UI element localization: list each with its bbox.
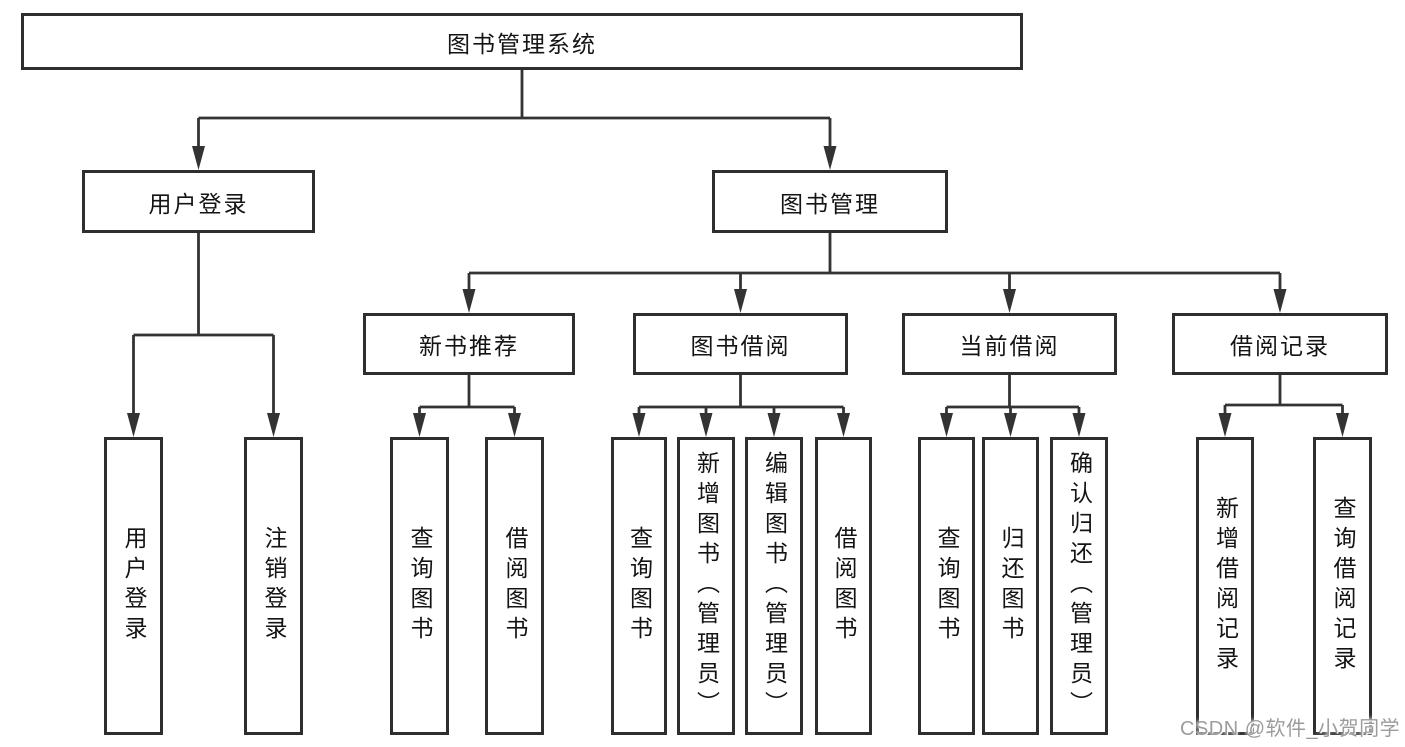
node-user-login-label: 用户登录 xyxy=(148,190,249,217)
leaf-query-borrow-record: 查询借阅记录 xyxy=(1313,437,1372,735)
leaf-query-borrow-record-label: 查询借阅记录 xyxy=(1330,496,1356,676)
leaf-add-borrow-record-label: 新增借阅记录 xyxy=(1212,496,1239,676)
node-root: 图书管理系统 xyxy=(21,13,1023,70)
leaf-confirm-return-admin: 确认归还（管理员） xyxy=(1050,437,1108,735)
leaf-query-book-borrow: 查询图书 xyxy=(611,437,667,735)
leaf-edit-book-admin-label: 编辑图书（管理员） xyxy=(761,451,788,721)
node-borrow-records-label: 借阅记录 xyxy=(1230,333,1330,359)
leaf-query-book-recommend: 查询图书 xyxy=(390,437,449,735)
leaf-user-login-label: 用户登录 xyxy=(121,526,147,646)
leaf-add-book-admin: 新增图书（管理员） xyxy=(677,437,735,735)
node-book-borrow: 图书借阅 xyxy=(633,313,848,375)
leaf-query-book-recommend-label: 查询图书 xyxy=(407,526,433,646)
csdn-watermark: CSDN @软件_小贺同学 xyxy=(1180,718,1401,740)
leaf-logout: 注销登录 xyxy=(244,437,303,735)
leaf-add-book-admin-label: 新增图书（管理员） xyxy=(693,451,720,721)
leaf-add-borrow-record: 新增借阅记录 xyxy=(1196,437,1254,735)
leaf-logout-label: 注销登录 xyxy=(261,526,287,646)
leaf-return-book-label: 归还图书 xyxy=(998,526,1024,646)
leaf-query-book-borrow-label: 查询图书 xyxy=(626,526,653,646)
leaf-return-book: 归还图书 xyxy=(982,437,1039,735)
leaf-borrow-book-recommend: 借阅图书 xyxy=(485,437,544,735)
arrowheads xyxy=(127,146,1349,437)
node-current-borrow: 当前借阅 xyxy=(902,313,1117,375)
leaf-borrow-book-label: 借阅图书 xyxy=(831,526,857,646)
node-current-borrow-label: 当前借阅 xyxy=(959,333,1060,359)
node-borrow-records: 借阅记录 xyxy=(1172,313,1388,375)
node-user-login: 用户登录 xyxy=(82,170,315,233)
leaf-borrow-book: 借阅图书 xyxy=(815,437,872,735)
leaf-query-book-current: 查询图书 xyxy=(918,437,975,735)
node-book-management-label: 图书管理 xyxy=(780,190,880,217)
leaf-edit-book-admin: 编辑图书（管理员） xyxy=(745,437,803,735)
node-new-book-recommend-label: 新书推荐 xyxy=(419,333,519,359)
node-book-borrow-label: 图书借阅 xyxy=(690,333,791,359)
node-new-book-recommend: 新书推荐 xyxy=(363,313,575,375)
node-book-management: 图书管理 xyxy=(712,170,948,233)
leaf-query-book-current-label: 查询图书 xyxy=(934,526,960,646)
leaf-borrow-book-recommend-label: 借阅图书 xyxy=(502,526,528,646)
node-root-label: 图书管理系统 xyxy=(447,30,597,57)
leaf-confirm-return-admin-label: 确认归还（管理员） xyxy=(1066,451,1093,721)
leaf-user-login: 用户登录 xyxy=(104,437,163,735)
